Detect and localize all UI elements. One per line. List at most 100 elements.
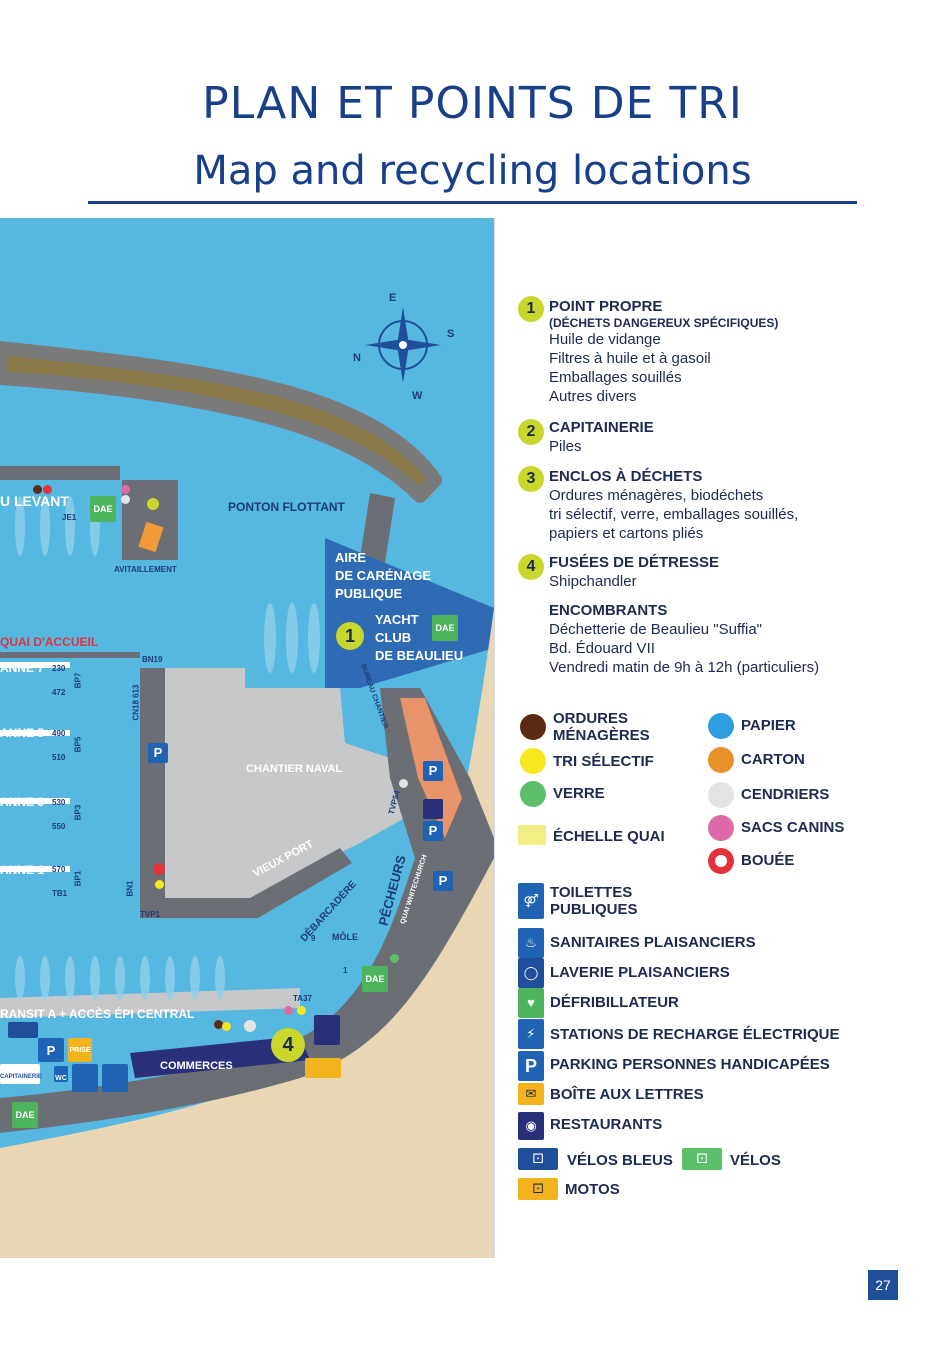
color-echelle-quai xyxy=(518,825,546,845)
legend-marker-1: 1 xyxy=(518,296,544,322)
compass-w: W xyxy=(412,390,423,402)
breakwater xyxy=(0,341,442,503)
label-boite-aux-lettres: BOÎTE AUX LETTRES xyxy=(550,1086,704,1103)
label-bn19: BN19 xyxy=(142,655,163,664)
toilets-icon[interactable] xyxy=(102,1064,128,1092)
tri-selectif-point xyxy=(222,1022,231,1031)
disabled-parking-icon[interactable]: P xyxy=(433,871,453,891)
bike-icon: ⚀ xyxy=(682,1148,722,1170)
harbor-map[interactable]: E S N W U LEVANT JE1 AVITAILLEMENT PONTO… xyxy=(0,218,494,1258)
label-levant: U LEVANT xyxy=(0,493,69,509)
label-quai-accueil: QUAI D'ACCUEIL xyxy=(0,635,99,649)
bouee-point xyxy=(43,485,52,494)
label-tvp1: TVP1 xyxy=(140,910,161,919)
legend-capitainerie: CAPITAINERIE Piles xyxy=(549,419,654,455)
label-510: 510 xyxy=(52,753,66,762)
label-parking-handicapes: PARKING PERSONNES HANDICAPÉES xyxy=(550,1056,830,1073)
verre-point xyxy=(390,954,399,963)
legend-marker-2: 2 xyxy=(518,419,544,445)
label-panne-1: ANNE 1 xyxy=(0,863,45,877)
toilets-icon: ⚤ xyxy=(518,883,544,919)
sacs-canins-point xyxy=(121,485,130,494)
bouee-point xyxy=(153,863,165,875)
label-verre: VERRE xyxy=(553,785,605,802)
label-avitaillement: AVITAILLEMENT xyxy=(114,565,177,574)
label-bouee: BOUÉE xyxy=(741,852,795,869)
legend-point-propre: POINT PROPRE (DÉCHETS DANGEREUX SPÉCIFIQ… xyxy=(549,298,779,405)
defibrillator-icon[interactable]: DAE xyxy=(12,1102,38,1128)
label-ta37: TA37 xyxy=(293,994,312,1003)
label-motos: MOTOS xyxy=(565,1181,620,1198)
label-toilettes-publiques: TOILETTES PUBLIQUES xyxy=(550,884,638,918)
compass-s: S xyxy=(447,328,455,340)
label-ponton-flottant: PONTON FLOTTANT xyxy=(228,500,345,514)
compass-icon xyxy=(365,307,441,383)
color-papier xyxy=(708,713,734,739)
shipyard-quay xyxy=(140,668,165,918)
disabled-parking-icon: P xyxy=(518,1051,544,1081)
color-carton xyxy=(708,747,734,773)
restaurant-icon[interactable] xyxy=(423,799,443,819)
legend-enclos-dechets: ENCLOS À DÉCHETS Ordures ménagères, biod… xyxy=(549,468,799,542)
compass-e: E xyxy=(389,292,397,304)
color-ordures-menageres xyxy=(520,714,546,740)
ordures-point xyxy=(33,485,42,494)
label-570: 570 xyxy=(52,865,66,874)
laundry-icon: ◯ xyxy=(518,958,544,988)
defibrillator-icon[interactable]: DAE xyxy=(90,496,116,522)
disabled-parking-icon[interactable]: P xyxy=(423,821,443,841)
motorbike-icon[interactable] xyxy=(305,1058,341,1078)
defibrillator-icon[interactable]: DAE xyxy=(432,615,458,641)
map-marker-1[interactable]: 1 xyxy=(336,622,364,650)
label-tb1: TB1 xyxy=(52,889,68,898)
verre-point xyxy=(147,498,159,510)
label-velos: VÉLOS xyxy=(730,1152,781,1169)
vieux-port-quay xyxy=(165,848,352,918)
title-underline xyxy=(88,201,857,204)
label-sacs-canins: SACS CANINS xyxy=(741,819,845,836)
color-tri-selectif xyxy=(520,748,546,774)
disabled-parking-icon[interactable]: P xyxy=(423,761,443,781)
capitainerie-sign[interactable]: CAPITAINERIE xyxy=(0,1064,42,1084)
blue-bike-icon: ⚀ xyxy=(518,1148,558,1170)
label-chantier-naval: CHANTIER NAVAL xyxy=(246,763,343,775)
label-je1: JE1 xyxy=(62,513,77,522)
label-490: 490 xyxy=(52,729,66,738)
quai-accueil xyxy=(0,652,140,658)
quay-levant xyxy=(0,466,120,480)
label-carton: CARTON xyxy=(741,751,805,768)
blue-bike-icon[interactable] xyxy=(8,1022,38,1038)
label-9: 9 xyxy=(311,934,316,943)
prise-icon[interactable]: PRISE xyxy=(68,1038,92,1062)
page-number: 27 xyxy=(868,1270,898,1300)
legend-fusees-detresse: FUSÉES DE DÉTRESSE Shipchandler xyxy=(549,554,720,590)
label-bp1: BP1 xyxy=(73,870,83,887)
commerces-band xyxy=(130,1036,310,1078)
disabled-parking-icon[interactable]: P xyxy=(148,743,168,763)
wc-icon[interactable]: WC xyxy=(54,1066,68,1082)
legend-marker-3: 3 xyxy=(518,466,544,492)
label-commerces: COMMERCES xyxy=(160,1060,233,1072)
pontoons xyxy=(0,662,70,872)
defibrillator-icon[interactable]: DAE xyxy=(362,966,388,992)
charging-icon[interactable]: P xyxy=(38,1038,64,1062)
label-530: 530 xyxy=(52,798,66,807)
page-title: PLAN ET POINTS DE TRI xyxy=(202,78,743,129)
label-panne-7: ANNE 7 xyxy=(0,661,45,675)
laundry-icon[interactable] xyxy=(314,1015,340,1045)
quay-road xyxy=(0,688,494,1133)
label-tri-selectif: TRI SÉLECTIF xyxy=(553,753,654,770)
tri-selectif-point xyxy=(155,880,164,889)
label-sanitaires: SANITAIRES PLAISANCIERS xyxy=(550,934,756,951)
label-laverie: LAVERIE PLAISANCIERS xyxy=(550,964,730,981)
shower-icon[interactable] xyxy=(72,1064,98,1092)
label-bp3: BP3 xyxy=(73,804,83,821)
cendriers-point xyxy=(244,1020,256,1032)
label-cendriers: CENDRIERS xyxy=(741,786,830,803)
color-cendriers xyxy=(708,782,734,808)
map-marker-4[interactable]: 4 xyxy=(271,1028,305,1062)
shower-icon: ♨ xyxy=(518,928,544,958)
restaurant-icon: ◉ xyxy=(518,1112,544,1140)
legend-encombrants: ENCOMBRANTS Déchetterie de Beaulieu "Suf… xyxy=(549,602,820,676)
mailbox-icon: ✉ xyxy=(518,1083,544,1105)
